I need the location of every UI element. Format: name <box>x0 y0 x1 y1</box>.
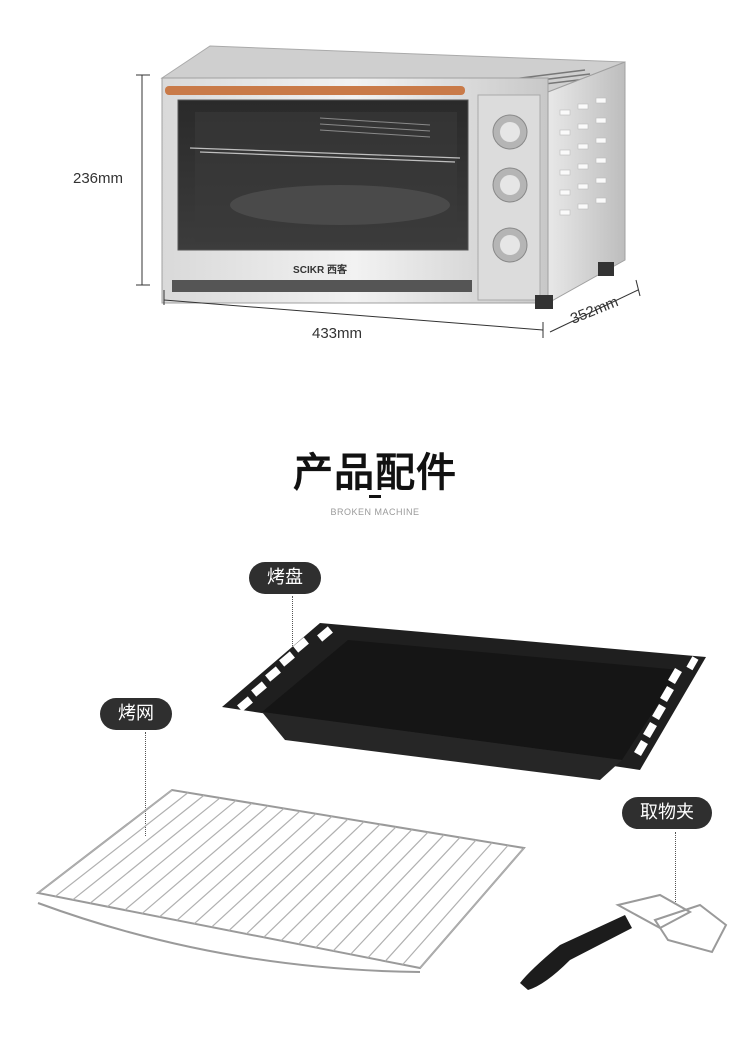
baking-tray-label: 烤盘 <box>249 562 321 594</box>
baking-tray-pointer <box>292 596 293 696</box>
accessories-subtitle: BROKEN MACHINE <box>330 507 420 517</box>
oven-image: SCIKR 西客 <box>136 45 641 338</box>
wire-rack-label: 烤网 <box>100 698 172 730</box>
title-underline <box>369 495 381 498</box>
tongs-pointer <box>675 832 676 902</box>
width-dimension-label: 433mm <box>312 325 363 342</box>
tongs-label: 取物夹 <box>622 797 712 829</box>
wire-rack-pointer <box>145 732 146 836</box>
height-dimension-label: 236mm <box>73 170 124 187</box>
accessories-title: 产品配件 <box>293 450 457 496</box>
oven-brand: SCIKR 西客 <box>293 263 348 276</box>
